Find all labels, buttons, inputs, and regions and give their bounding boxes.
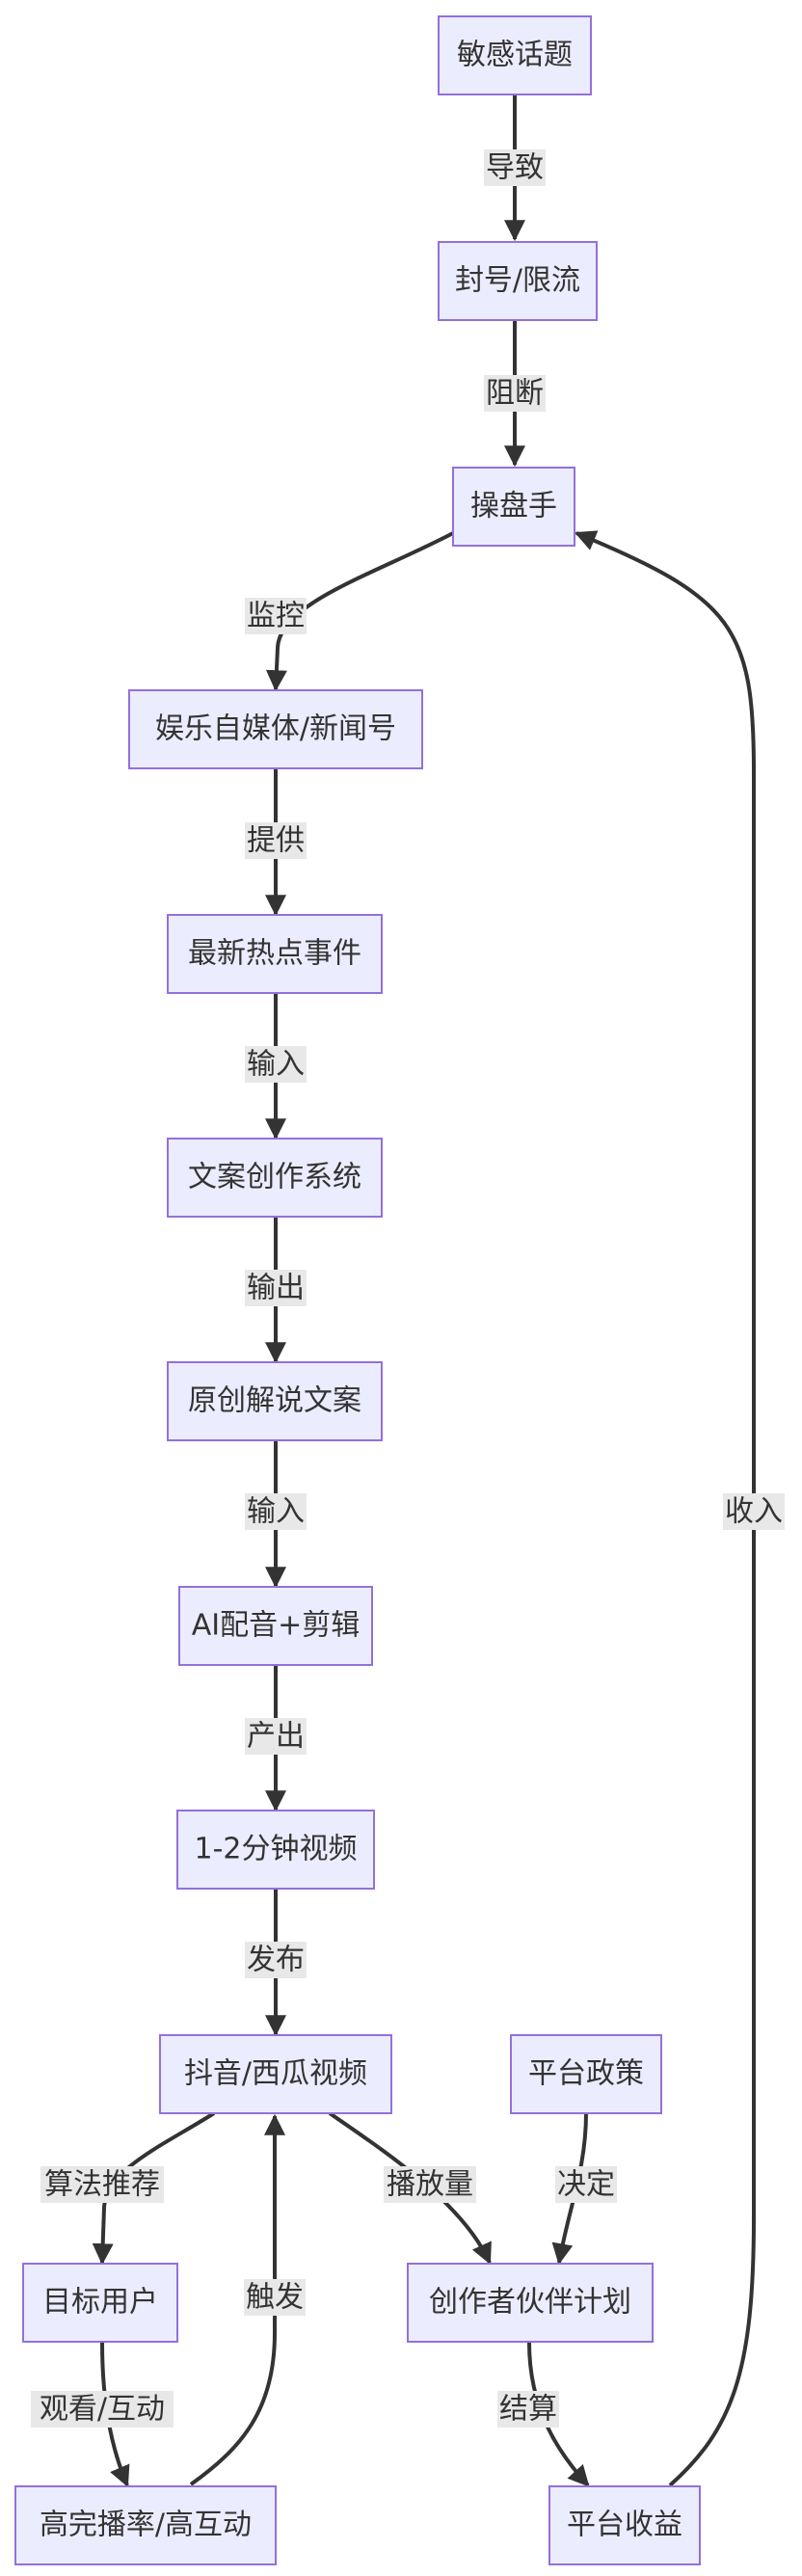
svg-text:娱乐自媒体/新闻号: 娱乐自媒体/新闻号: [155, 712, 396, 746]
svg-text:发布: 发布: [247, 1944, 305, 1977]
svg-text:目标用户: 目标用户: [42, 2286, 158, 2320]
edge-label-output: 输出: [245, 1270, 307, 1306]
node-media-accounts: 娱乐自媒体/新闻号: [128, 689, 423, 769]
svg-text:平台收益: 平台收益: [567, 2509, 682, 2542]
edge-label-play-count: 播放量: [384, 2166, 476, 2203]
edge-label-monitors: 监控: [245, 598, 307, 634]
edge-engagement-to-platform: [189, 2113, 285, 2486]
svg-text:操盘手: 操盘手: [470, 490, 557, 523]
node-short-video: 1-2分钟视频: [176, 1810, 375, 1890]
edge-label-provides: 提供: [245, 822, 307, 859]
svg-text:阻断: 阻断: [486, 377, 544, 411]
edge-revenue-to-operator: [574, 530, 756, 2487]
edge-label-produces: 产出: [245, 1718, 307, 1755]
svg-text:1-2分钟视频: 1-2分钟视频: [195, 1833, 358, 1866]
svg-text:最新热点事件: 最新热点事件: [188, 937, 361, 971]
edge-label-publish: 发布: [245, 1942, 307, 1978]
svg-text:平台政策: 平台政策: [528, 2057, 644, 2091]
svg-text:输出: 输出: [247, 1272, 305, 1305]
svg-text:输入: 输入: [247, 1048, 305, 1082]
svg-text:输入: 输入: [247, 1495, 305, 1529]
svg-text:决定: 决定: [557, 2168, 615, 2202]
svg-text:敏感话题: 敏感话题: [457, 39, 573, 72]
svg-text:播放量: 播放量: [387, 2168, 473, 2202]
svg-text:AI配音+剪辑: AI配音+剪辑: [192, 1609, 361, 1643]
edge-label-settle: 结算: [497, 2391, 559, 2428]
edge-label-triggers: 触发: [244, 2279, 306, 2316]
svg-text:高完播率/高互动: 高完播率/高互动: [40, 2509, 252, 2542]
svg-text:创作者伙伴计划: 创作者伙伴计划: [429, 2286, 631, 2320]
node-hot-events: 最新热点事件: [167, 914, 383, 994]
edge-label-algo-recommend: 算法推荐: [40, 2166, 164, 2203]
node-ai-dub-edit: AI配音+剪辑: [178, 1586, 373, 1666]
svg-text:监控: 监控: [247, 600, 305, 633]
edge-label-blocks: 阻断: [484, 375, 546, 412]
edge-label-input-1: 输入: [245, 1046, 307, 1083]
svg-text:提供: 提供: [247, 824, 305, 858]
node-operator: 操盘手: [452, 467, 575, 547]
edge-label-decides: 决定: [555, 2166, 617, 2203]
svg-text:观看/互动: 观看/互动: [40, 2393, 165, 2427]
svg-text:结算: 结算: [499, 2393, 557, 2427]
svg-text:封号/限流: 封号/限流: [455, 264, 580, 298]
svg-text:触发: 触发: [246, 2281, 304, 2315]
edge-label-watch-interact: 观看/互动: [31, 2391, 174, 2428]
node-copywriting-system: 文案创作系统: [167, 1138, 383, 1218]
node-original-script: 原创解说文案: [167, 1361, 383, 1441]
svg-text:产出: 产出: [247, 1720, 305, 1754]
svg-text:导致: 导致: [486, 151, 544, 185]
edge-operator-to-media: [265, 531, 454, 692]
node-ban-limit: 封号/限流: [438, 241, 598, 321]
svg-text:抖音/西瓜视频: 抖音/西瓜视频: [184, 2057, 367, 2091]
edge-label-input-2: 输入: [245, 1493, 307, 1530]
node-high-engagement: 高完播率/高互动: [14, 2485, 277, 2565]
node-douyin-xigua: 抖音/西瓜视频: [159, 2034, 392, 2114]
edge-label-income: 收入: [723, 1493, 785, 1530]
node-target-users: 目标用户: [22, 2263, 178, 2343]
node-platform-policy: 平台政策: [510, 2034, 662, 2114]
svg-text:文案创作系统: 文案创作系统: [188, 1161, 361, 1194]
node-sensitive-topics: 敏感话题: [438, 15, 592, 95]
svg-text:算法推荐: 算法推荐: [44, 2168, 160, 2202]
node-creator-program: 创作者伙伴计划: [407, 2263, 654, 2343]
edge-label-leads-to: 导致: [484, 149, 546, 186]
svg-text:收入: 收入: [725, 1495, 783, 1529]
svg-text:原创解说文案: 原创解说文案: [188, 1384, 361, 1418]
node-platform-revenue: 平台收益: [548, 2485, 701, 2565]
